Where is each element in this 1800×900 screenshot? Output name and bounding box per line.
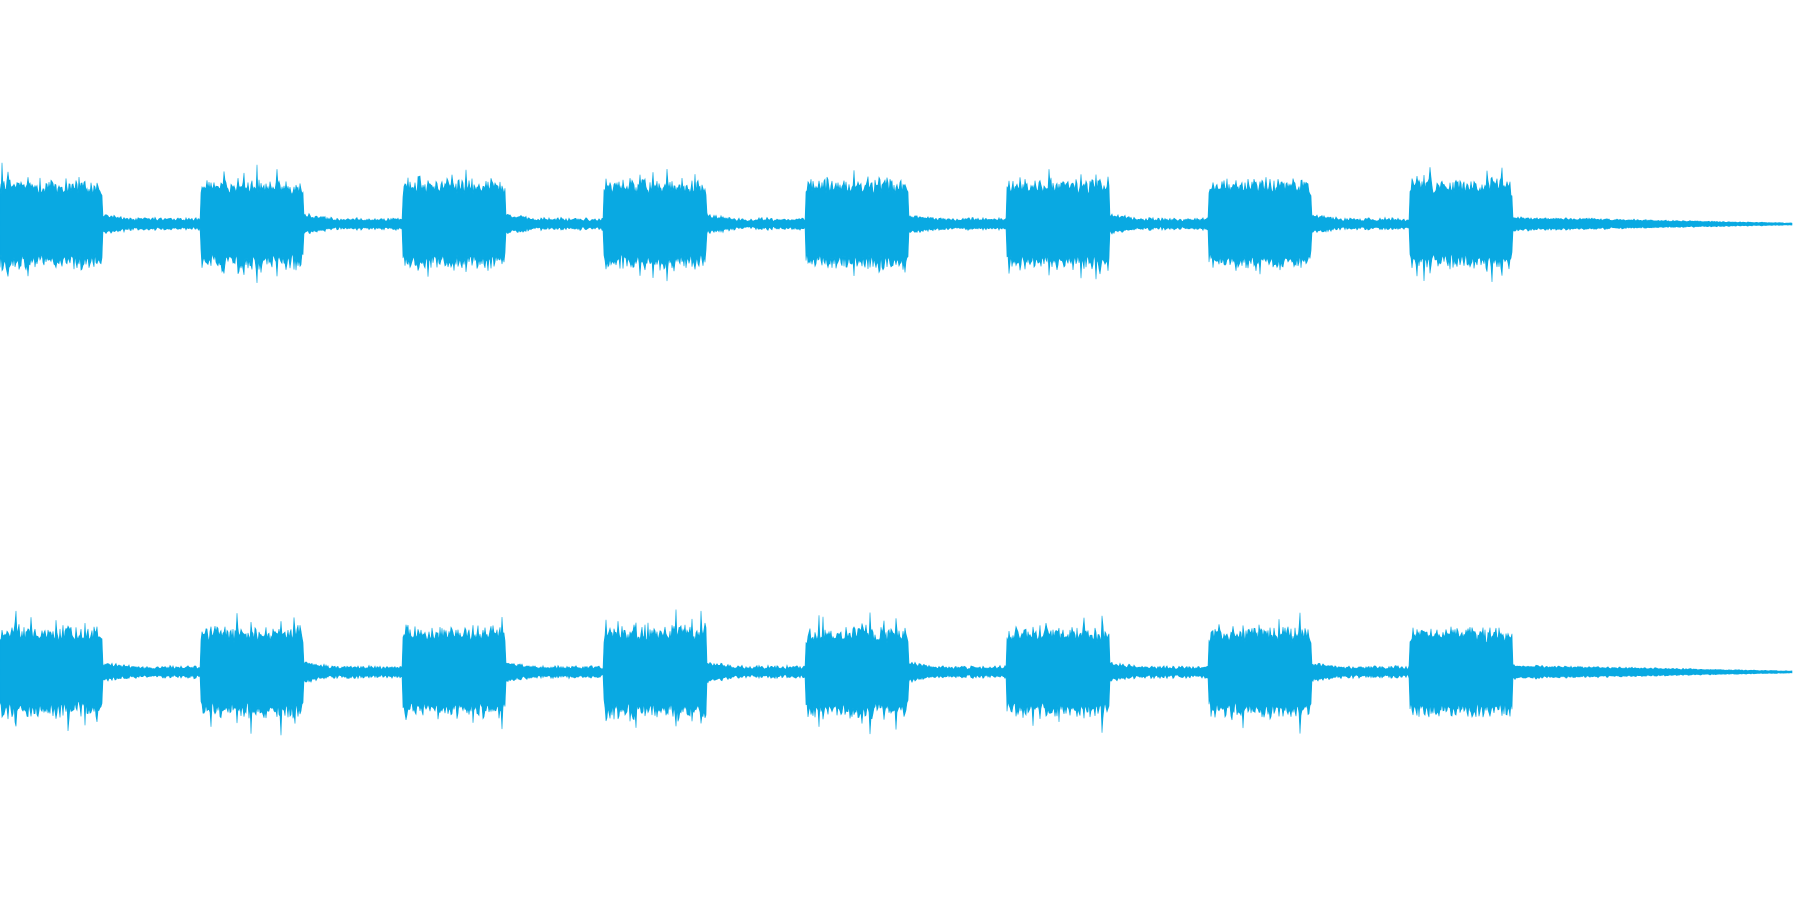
channel-left-burst-6 bbox=[1007, 178, 1109, 270]
channel-right-burst-3 bbox=[403, 626, 505, 718]
channel-left-burst-7 bbox=[1209, 178, 1311, 270]
channel-right-burst-6 bbox=[1007, 626, 1109, 718]
channel-left-waveform-shape bbox=[0, 162, 1793, 284]
channel-left-waveform bbox=[0, 162, 1793, 284]
channel-right-burst-2 bbox=[201, 626, 303, 718]
channel-right-burst-7 bbox=[1209, 626, 1311, 718]
channel-left-burst-3 bbox=[403, 178, 505, 270]
channel-left-burst-1 bbox=[0, 178, 102, 270]
channel-right-burst-5 bbox=[806, 626, 908, 718]
channel-right-waveform-shape bbox=[0, 609, 1793, 736]
channel-right-burst-4 bbox=[604, 626, 706, 718]
channel-left-burst-4 bbox=[604, 178, 706, 270]
channel-right-burst-1 bbox=[0, 626, 102, 718]
channel-right-burst-8 bbox=[1410, 626, 1512, 718]
channel-left-burst-8 bbox=[1410, 178, 1512, 270]
channel-right-waveform bbox=[0, 609, 1793, 736]
channel-left-burst-2 bbox=[201, 178, 303, 270]
channel-left-burst-5 bbox=[806, 178, 908, 270]
